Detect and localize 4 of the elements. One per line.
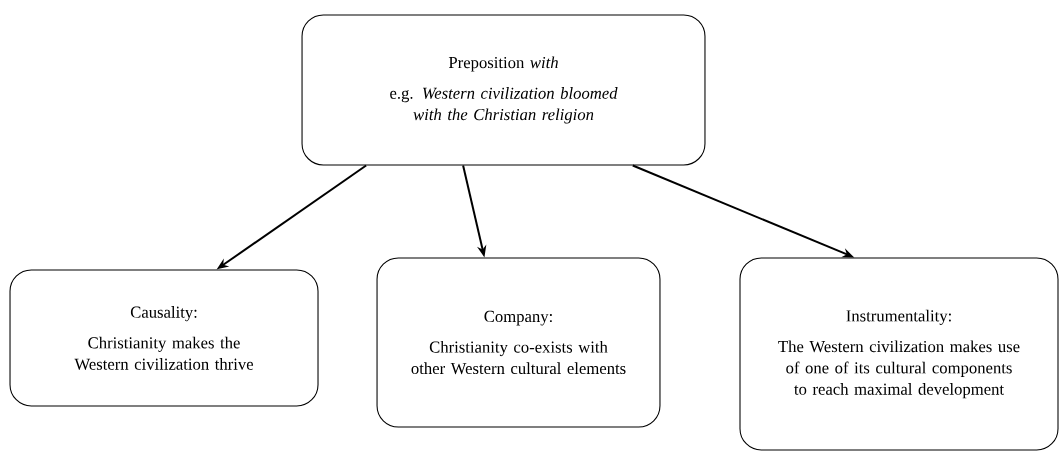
text-box: Causality: Christianity makes the Western civilization thrive [9, 269, 319, 407]
text-box: Company: Christianity co-exists with other Western cultural elements [376, 257, 661, 428]
text-box: Preposition with e.g. Western civilization bloomed with the Christian religion [301, 14, 706, 166]
text-box: Instrumentality: The Western civilization makes use of one of its cultural components to reach maximal development [739, 257, 1059, 451]
